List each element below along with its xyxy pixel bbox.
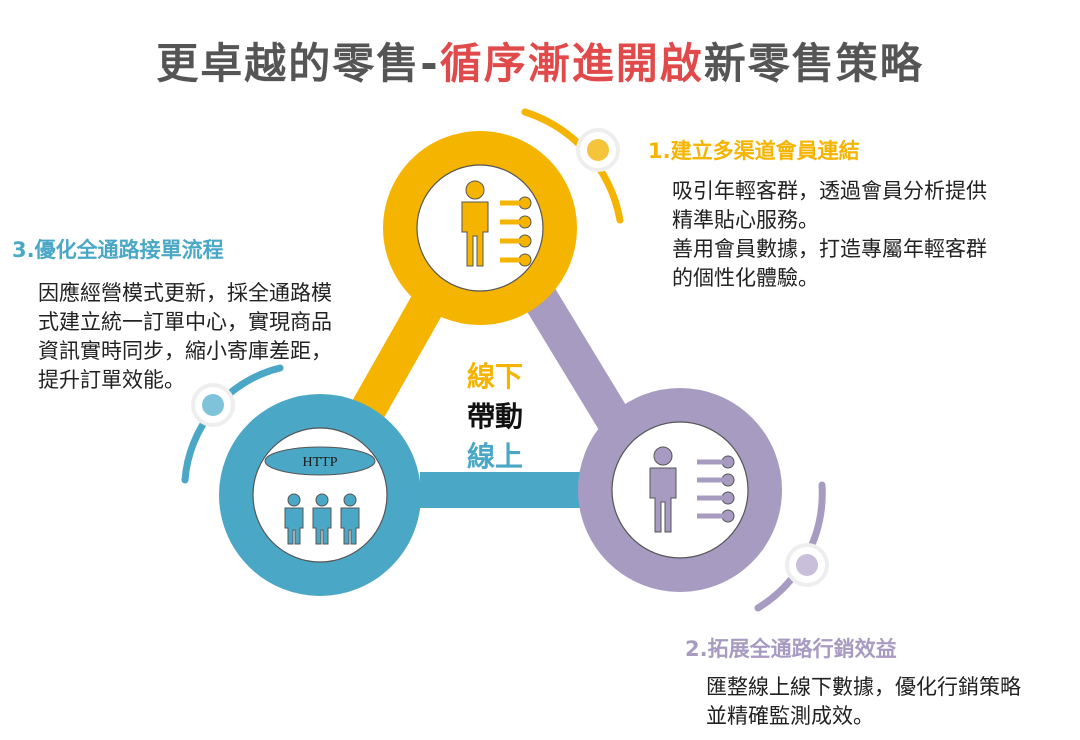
step1-body: 吸引年輕客群，透過會員分析提供 精準貼心服務。 善用會員數據，打造專屬年輕客群 … (672, 177, 987, 293)
step3-line: 提升訂單效能。 (38, 368, 185, 392)
center-line-offline: 線下 (466, 360, 523, 393)
step3-body: 因應經營模式更新，採全通路模 式建立統一訂單中心，實現商品 資訊實時同步，縮小寄… (38, 279, 332, 395)
step2-line: 並精確監測成效。 (706, 704, 874, 728)
connector-yellow-purple (519, 280, 636, 440)
step1-line: 的個性化體驗。 (672, 266, 819, 290)
http-ellipse (264, 446, 376, 476)
title-highlight: 循序漸進開啟 (439, 39, 704, 88)
dot-ornament-purple (785, 543, 829, 587)
step2-body: 匯整線上線下數據，優化行銷策略 並精確監測成效。 (706, 673, 1021, 731)
center-line-drive: 帶動 (466, 400, 523, 433)
circle-purple (578, 388, 782, 592)
step2-line: 匯整線上線下數據，優化行銷策略 (706, 675, 1021, 699)
dot-ornament-yellow (576, 128, 620, 172)
step1-line: 善用會員數據，打造專屬年輕客群 (672, 237, 987, 261)
person-list-icon (461, 180, 532, 267)
person-list-icon (649, 446, 735, 533)
people-group-icon (284, 493, 360, 545)
step1-line: 吸引年輕客群，透過會員分析提供 (672, 179, 987, 203)
step3-line: 式建立統一訂單中心，實現商品 (38, 310, 332, 334)
step1-line: 精準貼心服務。 (672, 208, 819, 232)
step2-title: 2.拓展全通路行銷效益 (685, 637, 897, 661)
step3-line: 因應經營模式更新，採全通路模 (38, 281, 332, 305)
title-part2: 新零售策略 (703, 39, 924, 88)
title-part1: 更卓越的零售- (156, 39, 440, 88)
dot-ornament-blue (191, 383, 235, 427)
step3-line: 資訊實時同步，縮小寄庫差距， (38, 339, 332, 363)
page-title: 更卓越的零售-循序漸進開啟新零售策略 (0, 30, 1080, 91)
http-label: HTTP (303, 455, 338, 470)
step1-title: 1.建立多渠道會員連結 (648, 139, 860, 163)
step3-title: 3.優化全通路接單流程 (12, 238, 224, 262)
center-line-online: 線上 (466, 440, 523, 473)
